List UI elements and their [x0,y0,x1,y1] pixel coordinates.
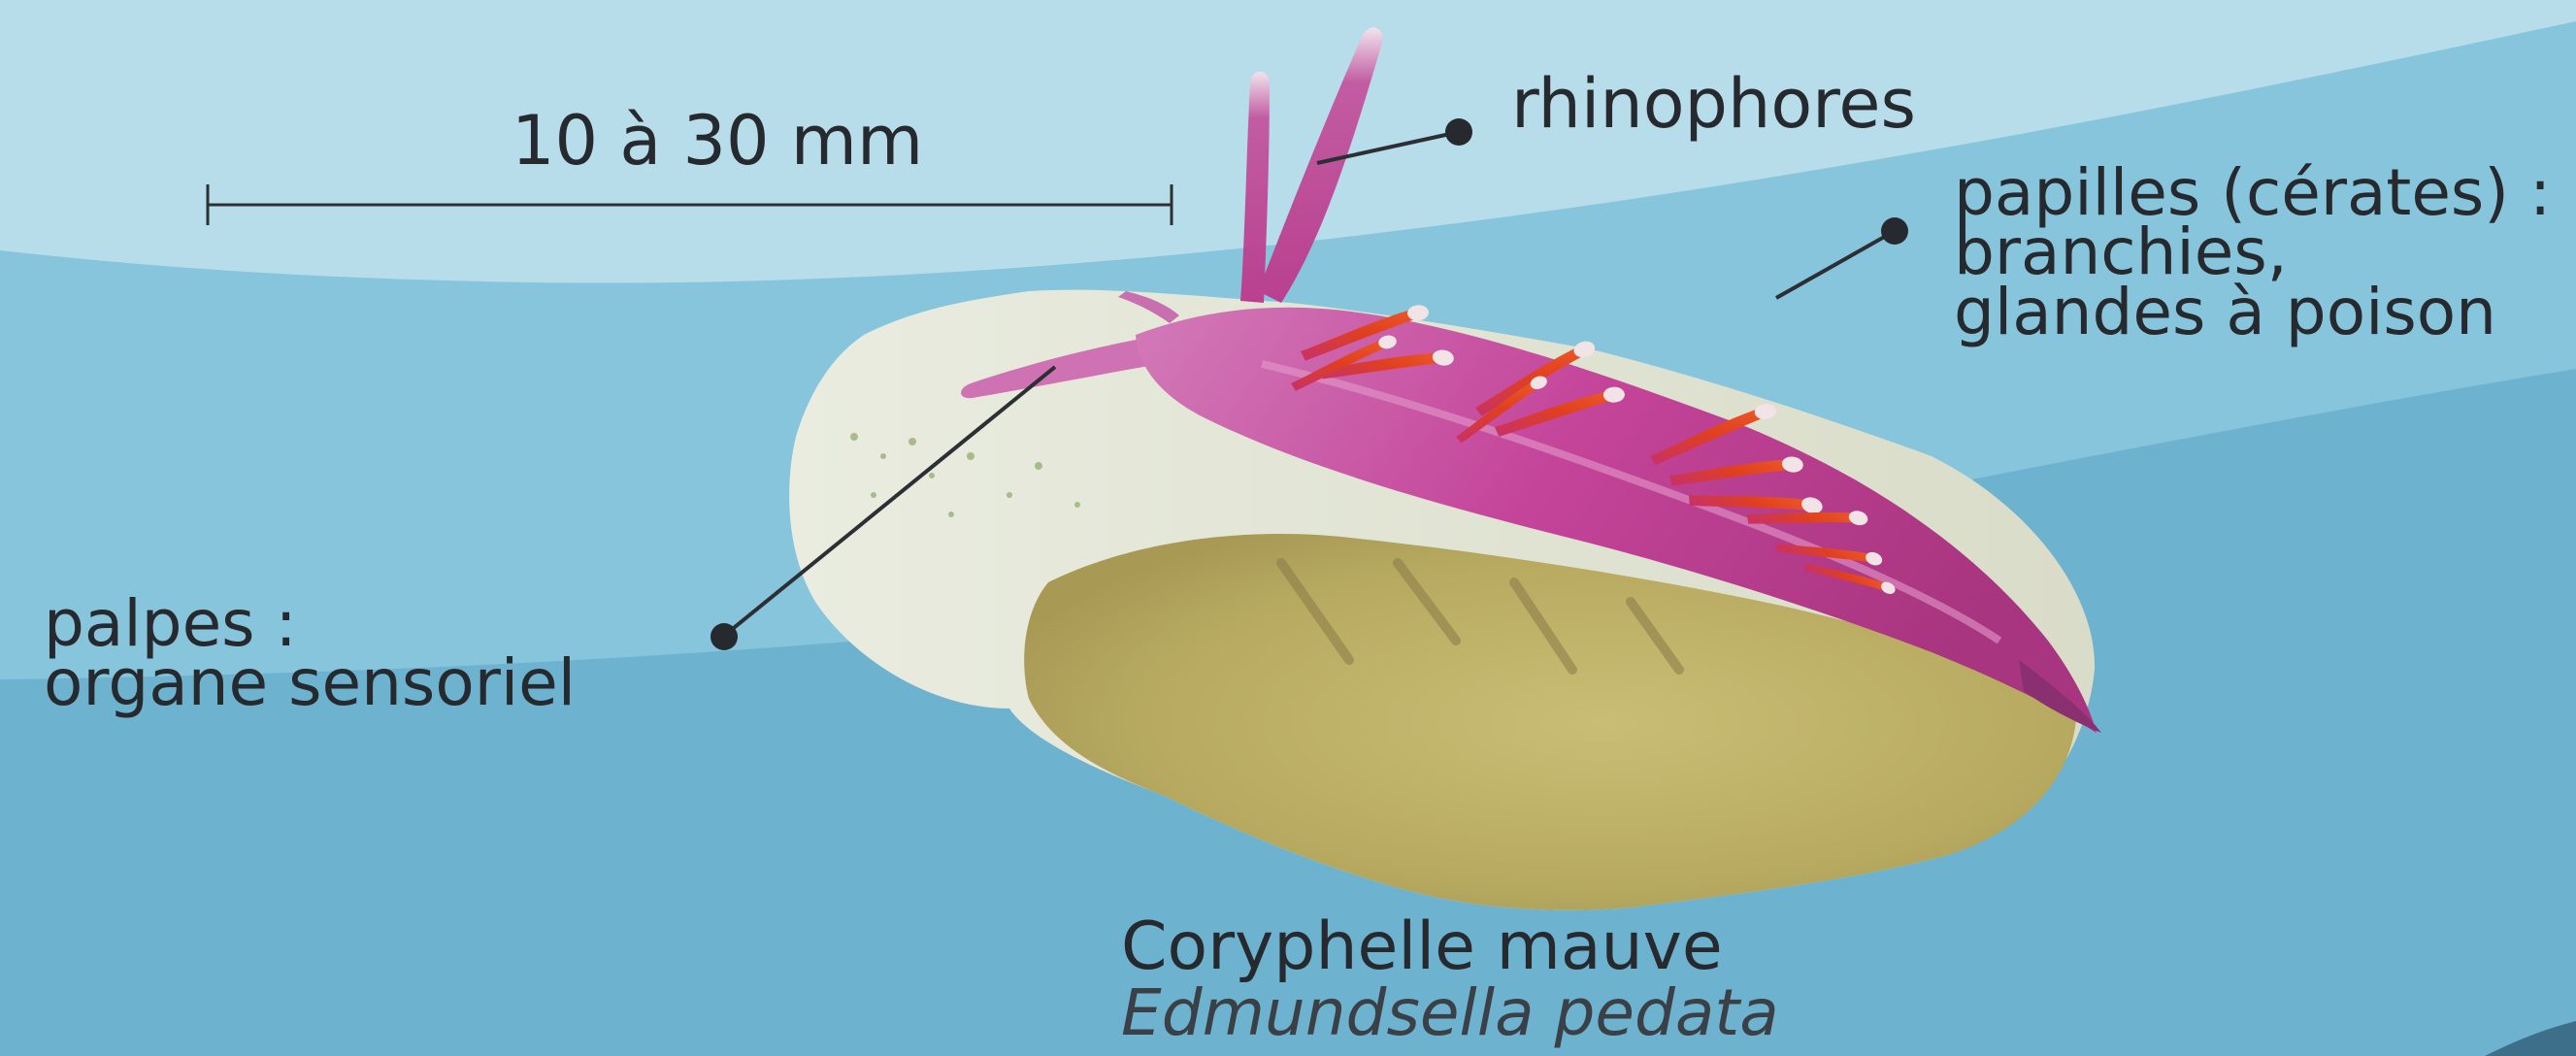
label-papilles-line-3: glandes à poison [1954,282,2551,342]
label-papilles: papilles (cérates) : branchies, glandes … [1954,163,2551,342]
species-scientific-name: Edmundsella pedata [1121,981,1779,1045]
label-papilles-line-2: branchies, [1954,222,2551,281]
label-rhinophores: rhinophores [1511,70,1916,138]
label-palpes: palpes : organe sensoriel [44,594,576,713]
label-palpes-line-2: organe sensoriel [44,653,576,712]
species-common-name: Coryphelle mauve [1121,914,1723,980]
scale-label: 10 à 30 mm [512,107,923,175]
label-papilles-line-1: papilles (cérates) : [1954,163,2551,222]
label-palpes-line-1: palpes : [44,594,576,653]
